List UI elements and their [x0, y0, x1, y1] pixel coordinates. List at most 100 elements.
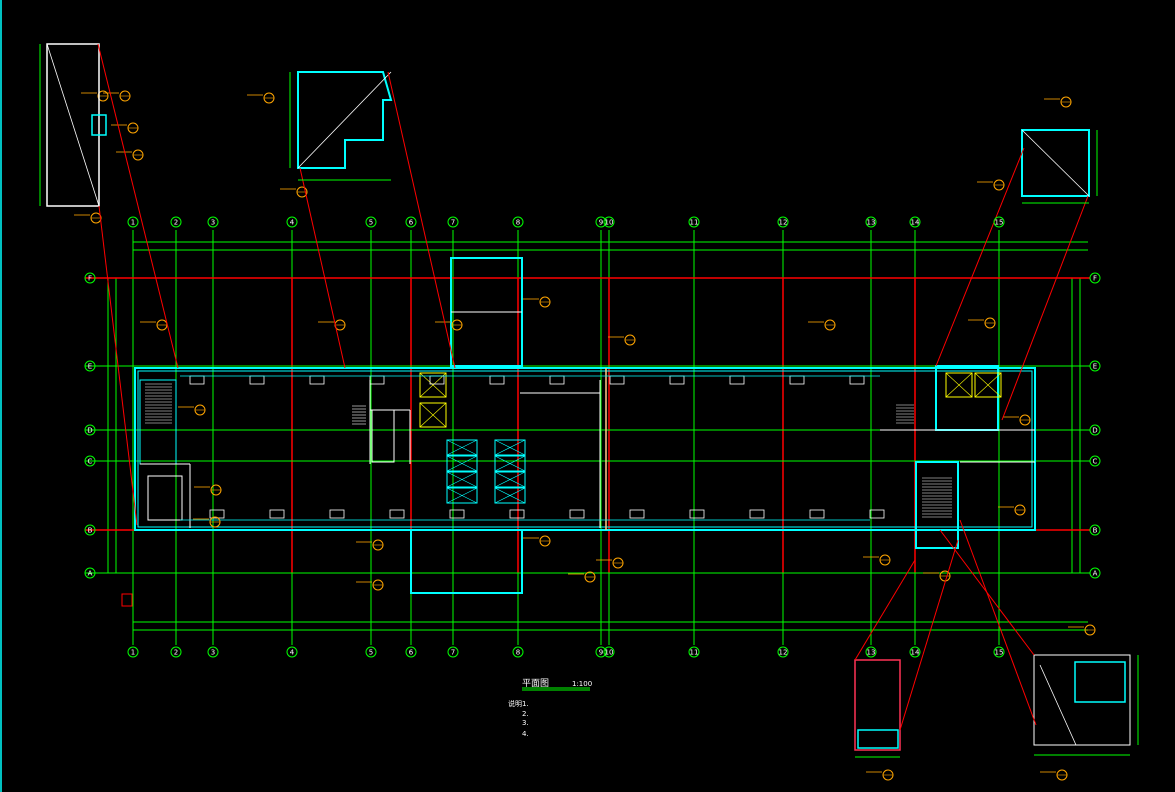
- grid-bubble: [170, 216, 182, 228]
- note-1: 1.: [522, 700, 529, 708]
- grid-column-label: 11: [690, 219, 699, 227]
- window: [749, 509, 765, 519]
- window: [489, 375, 505, 385]
- grid-column-label: 1: [131, 649, 135, 657]
- window: [789, 375, 805, 385]
- exterior-wall: [134, 367, 1036, 531]
- legend: 平面图 1:100 说明 1. 2. 3. 4.: [508, 678, 592, 738]
- window: [729, 375, 745, 385]
- elevator-shaft: [494, 487, 526, 504]
- detail-leader-line: [899, 539, 959, 731]
- grid-bubble: [1089, 360, 1101, 372]
- grid-row-label: D: [87, 427, 92, 435]
- shaft: [945, 372, 973, 398]
- grid-column-label: 3: [211, 649, 215, 657]
- grid-column-label: 5: [369, 649, 373, 657]
- grid-bubble: [286, 646, 298, 658]
- grid-bubble: [865, 216, 877, 228]
- grid-column-label: 13: [867, 219, 876, 227]
- window: [549, 375, 565, 385]
- grid-row-label: F: [88, 275, 92, 283]
- window: [449, 509, 465, 519]
- note-2: 2.: [522, 710, 529, 718]
- grid-column-label: 15: [995, 649, 1004, 657]
- grid-column-label: 10: [605, 649, 614, 657]
- grid-column-label: 4: [290, 219, 295, 227]
- grid-bubble: [1089, 567, 1101, 579]
- window: [209, 509, 225, 519]
- grid-bubble: [512, 646, 524, 658]
- grid-column-label: 8: [516, 219, 520, 227]
- grid-column-label: 5: [369, 219, 373, 227]
- detail-part: [857, 729, 899, 749]
- grid-column-label: 2: [174, 649, 178, 657]
- grid-bubble: [447, 646, 459, 658]
- grid-bubble: [865, 646, 877, 658]
- grid-bubble: [512, 216, 524, 228]
- grid-bubble: [1089, 524, 1101, 536]
- grid-bubble: [84, 424, 96, 436]
- detail-leader-line: [854, 559, 916, 661]
- grid-column-label: 13: [867, 649, 876, 657]
- grid-row-label: F: [1093, 275, 1097, 283]
- grid-column-label: 3: [211, 219, 215, 227]
- grid-row-label: A: [1093, 570, 1098, 578]
- elevator-x: [494, 487, 526, 504]
- grid-bubble: [207, 646, 219, 658]
- shaft-x: [419, 402, 447, 428]
- grid-bubble: [84, 567, 96, 579]
- grid-bubble: [127, 216, 139, 228]
- grid-bubble: [688, 646, 700, 658]
- grid-bubble: [1089, 424, 1101, 436]
- grid-bubble: [688, 216, 700, 228]
- grid-row-label: E: [88, 363, 92, 371]
- elevator-x: [446, 439, 478, 456]
- grid-column-label: 12: [779, 649, 788, 657]
- grid-column-label: 14: [911, 649, 920, 657]
- note-4: 4.: [522, 730, 529, 738]
- shaft-x: [945, 372, 973, 398]
- grid-column-label: 9: [599, 219, 603, 227]
- grid-bubble: [365, 646, 377, 658]
- shaft-x: [419, 372, 447, 398]
- grid-bubble: [993, 646, 1005, 658]
- window: [669, 375, 685, 385]
- detail-view-north: [297, 71, 393, 169]
- grid-row-label: A: [88, 570, 93, 578]
- grid-bubble: [595, 646, 607, 658]
- grid-bubble: [405, 646, 417, 658]
- detail-leader-line: [959, 519, 1037, 726]
- grid-bubble: [84, 360, 96, 372]
- elevator-x: [446, 455, 478, 472]
- grid-column-label: 12: [779, 219, 788, 227]
- detail-view-northeast: [1021, 129, 1090, 197]
- notes-heading: 说明: [508, 699, 522, 708]
- grid-column-label: 11: [690, 649, 699, 657]
- grid-column-label: 6: [409, 219, 414, 227]
- grid-bubble: [170, 646, 182, 658]
- stair-north: [935, 365, 999, 431]
- grid-column-label: 6: [409, 649, 414, 657]
- window: [269, 509, 285, 519]
- elevator-x: [446, 487, 478, 504]
- grid-bubble: [1089, 272, 1101, 284]
- grid-bubble: [127, 646, 139, 658]
- grid-bubble: [777, 646, 789, 658]
- grid-bubble: [207, 216, 219, 228]
- detail-diagonal: [1039, 664, 1077, 746]
- elevator-x: [446, 471, 478, 488]
- window: [629, 509, 645, 519]
- elevator-shaft: [446, 471, 478, 488]
- drawing-scale: 1:100: [572, 680, 592, 688]
- elevator-x: [494, 455, 526, 472]
- grid-bubble: [909, 646, 921, 658]
- grid-lines: [0, 0, 1090, 792]
- note-3: 3.: [522, 719, 529, 727]
- grid-bubble: [405, 216, 417, 228]
- grid-column-label: 7: [451, 219, 455, 227]
- elevator-shaft: [446, 487, 478, 504]
- grid-column-label: 14: [911, 219, 920, 227]
- grid-row-label: C: [88, 458, 93, 466]
- detail-part: [1074, 661, 1126, 703]
